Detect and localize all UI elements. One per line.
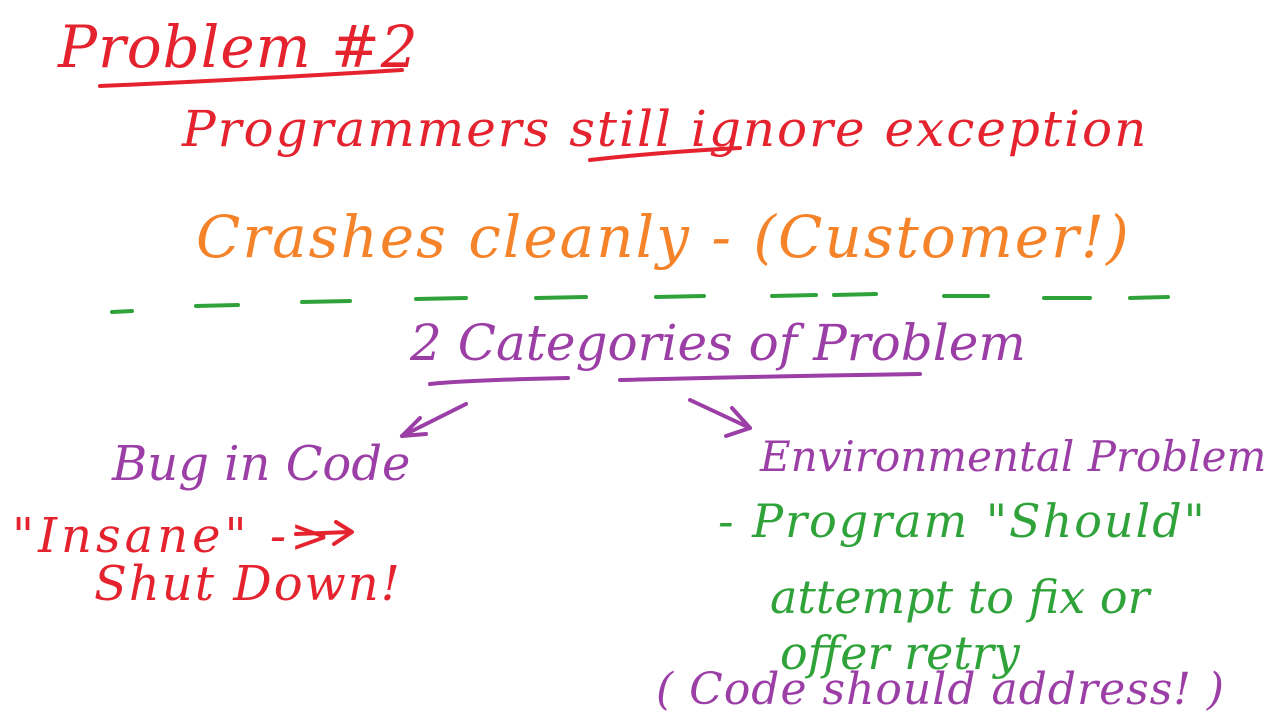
category-env-line2: attempt to fix or — [770, 570, 1150, 624]
category-bug-line2: Shut Down! — [94, 556, 402, 612]
statement-crashes: Crashes cleanly - (Customer!) — [196, 203, 1131, 271]
heading-underline-right — [618, 372, 922, 382]
category-bug-title: Bug in Code — [112, 436, 411, 492]
dashed-separator — [110, 292, 1170, 314]
statement-programmers: Programmers still ignore exception — [182, 100, 1149, 158]
title-underline — [98, 68, 404, 88]
arrow-right — [688, 398, 752, 438]
heading-underline-left — [428, 376, 570, 386]
category-env-line3: offer retry — [780, 626, 1020, 680]
problem-title: Problem #2 — [58, 13, 419, 81]
categories-heading: 2 Categories of Problem — [410, 314, 1026, 372]
category-env-title: Environmental Problem — [760, 432, 1267, 481]
category-env-line1: - Program "Should" — [718, 494, 1207, 548]
arrow-left — [400, 402, 468, 438]
still-underline — [588, 146, 742, 162]
category-bug-line1: "Insane" -> — [12, 508, 335, 564]
insane-arrow — [294, 520, 354, 546]
category-env-line4: ( Code should address! ) — [656, 664, 1226, 715]
